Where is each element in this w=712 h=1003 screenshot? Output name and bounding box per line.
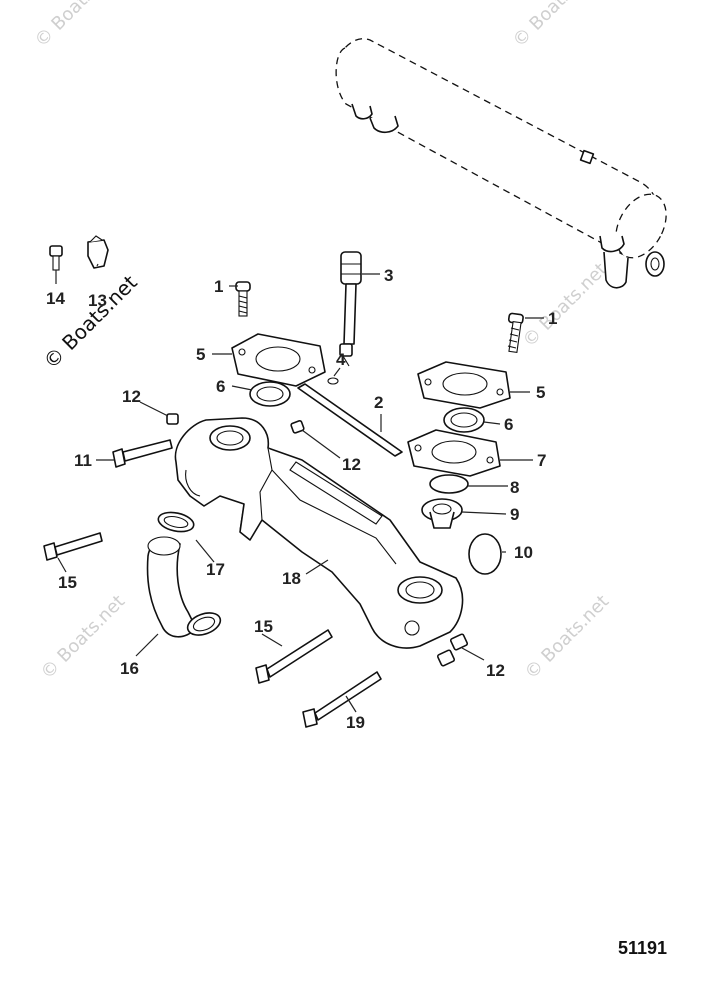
callout-19: 19 — [346, 713, 365, 732]
watermark-top-right: © Boats.net — [509, 0, 601, 52]
temperature-sender-3 — [339, 251, 362, 367]
callout-4: 4 — [336, 350, 346, 369]
callout-3: 3 — [384, 266, 393, 285]
watermark-lower-right: © Boats.net — [521, 591, 613, 683]
watermark-dark: © Boats.net — [39, 270, 142, 373]
callout-9: 9 — [510, 505, 519, 524]
callout-6-right: 6 — [504, 415, 513, 434]
o-ring-8 — [429, 474, 469, 494]
callout-10: 10 — [514, 543, 533, 562]
o-ring-10 — [468, 533, 502, 575]
bolt-15-left — [43, 532, 103, 561]
watermark-group: © Boats.net © Boats.net © Boats.net © Bo… — [31, 0, 613, 684]
gasket-5-left — [231, 333, 326, 387]
callout-12-mid: 12 — [342, 455, 361, 474]
bolt-1-right — [507, 312, 524, 354]
water-manifold-18 — [174, 417, 464, 649]
callout-13: 13 — [88, 291, 107, 310]
callout-5-left: 5 — [196, 345, 205, 364]
callout-14: 14 — [46, 289, 65, 308]
callout-6-left: 6 — [216, 377, 225, 396]
thermostat-9 — [421, 498, 463, 529]
watermark-mid-right: © Boats.net — [519, 259, 611, 351]
callout-8: 8 — [510, 478, 519, 497]
plug-12-mid — [290, 420, 305, 434]
callout-1-left: 1 — [214, 277, 223, 296]
gasket-7 — [407, 429, 501, 477]
hose-clamp-17-upper — [157, 511, 195, 533]
bolt-15-lower — [255, 629, 333, 684]
callout-labels: 1 1 2 3 4 5 5 6 6 7 8 9 10 11 12 12 12 1… — [46, 266, 557, 732]
fitting-13 — [87, 235, 109, 269]
callout-15-left: 15 — [58, 573, 77, 592]
hose-clamp-17-lower — [186, 612, 222, 636]
bolt-14 — [49, 245, 63, 271]
hose-16 — [146, 536, 197, 638]
callout-11: 11 — [74, 451, 92, 470]
callout-12-top: 12 — [122, 387, 141, 406]
leader-lines — [55, 263, 544, 713]
seal-strip-2 — [297, 383, 403, 457]
bolt-11 — [112, 439, 173, 468]
callout-5-right: 5 — [536, 383, 545, 402]
callout-18: 18 — [282, 569, 301, 588]
callout-12-bottom: 12 — [486, 661, 505, 680]
plug-12-bottom — [436, 633, 469, 667]
bolt-19 — [302, 671, 382, 728]
watermark-lower-left: © Boats.net — [37, 591, 129, 683]
callout-17: 17 — [206, 560, 225, 579]
callout-1-right: 1 — [548, 309, 557, 328]
watermark-top-left: © Boats.net — [31, 0, 123, 52]
heat-exchanger — [335, 38, 667, 289]
callout-15-lower: 15 — [254, 617, 273, 636]
seal-6-right — [443, 407, 485, 433]
plug-12-top — [166, 413, 179, 425]
seal-6-left — [249, 381, 291, 407]
bolt-1-left — [235, 281, 251, 317]
callout-16: 16 — [120, 659, 139, 678]
callout-2: 2 — [374, 393, 383, 412]
washer-4 — [327, 377, 339, 385]
gasket-5-right — [417, 361, 511, 409]
callout-7: 7 — [537, 451, 546, 470]
figure-number: 51191 — [618, 938, 667, 958]
